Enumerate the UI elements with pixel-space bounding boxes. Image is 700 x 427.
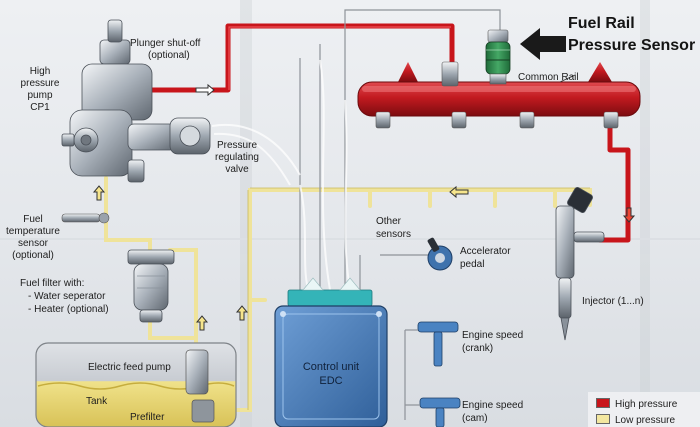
injector-label: Injector (1...n) bbox=[582, 296, 644, 308]
accelerator-label-2: pedal bbox=[460, 259, 484, 271]
prefilter-label: Prefilter bbox=[130, 412, 164, 424]
cam-label-2: (cam) bbox=[462, 413, 488, 425]
pump-label-3: pump bbox=[16, 90, 64, 102]
cam-label-1: Engine speed bbox=[462, 400, 523, 412]
fuel-filter bbox=[128, 250, 174, 322]
filter-label-2: - Water seperator bbox=[28, 291, 105, 303]
legend-high-text: High pressure bbox=[615, 399, 677, 410]
fuel-temp-label-4: (optional) bbox=[2, 250, 64, 262]
engine-speed-sensors bbox=[405, 322, 460, 427]
pump-label-2: pressure bbox=[16, 78, 64, 90]
ecu-label-2: EDC bbox=[275, 374, 387, 388]
prv-label-1: Pressure bbox=[212, 140, 262, 152]
crank-label-1: Engine speed bbox=[462, 330, 523, 342]
fuel-temp-label-3: sensor bbox=[2, 238, 64, 250]
spray-effect bbox=[212, 60, 350, 295]
prv-label-3: valve bbox=[212, 164, 262, 176]
fuel-temp-label-1: Fuel bbox=[4, 214, 62, 226]
injector bbox=[556, 186, 604, 340]
plunger-label-2: (optional) bbox=[148, 50, 190, 62]
legend-low-text: Low pressure bbox=[615, 415, 675, 426]
legend-high-swatch bbox=[596, 398, 610, 408]
tank-label: Tank bbox=[86, 396, 107, 408]
ecu-label-1: Control unit bbox=[275, 360, 387, 374]
common-rail-label: Common Rail bbox=[518, 72, 579, 84]
filter-label-1: Fuel filter with: bbox=[20, 278, 84, 290]
pump-label-4: CP1 bbox=[16, 102, 64, 114]
accelerator-pedal bbox=[427, 237, 452, 270]
crank-label-2: (crank) bbox=[462, 343, 493, 355]
other-sensors-label-1: Other bbox=[376, 216, 401, 228]
title-line-1: Fuel Rail bbox=[568, 14, 635, 34]
accelerator-label-1: Accelerator bbox=[460, 246, 511, 258]
fuel-temp-label-2: temperature bbox=[2, 226, 64, 238]
legend-high-pressure: High pressure bbox=[596, 398, 677, 411]
pump-label-1: High bbox=[20, 66, 60, 78]
fuel-temperature-sensor bbox=[62, 213, 109, 223]
plunger-label-1: Plunger shut-off bbox=[130, 38, 200, 50]
filter-label-3: - Heater (optional) bbox=[28, 304, 109, 316]
control-unit-ecu bbox=[275, 278, 387, 427]
legend-low-swatch bbox=[596, 414, 610, 424]
title-arrow-icon bbox=[520, 28, 566, 60]
other-sensors-label-2: sensors bbox=[376, 229, 411, 241]
prv-label-2: regulating bbox=[212, 152, 262, 164]
legend-low-pressure: Low pressure bbox=[596, 414, 675, 427]
electric-pump-label: Electric feed pump bbox=[88, 362, 171, 374]
title-line-2: Pressure Sensor bbox=[568, 36, 695, 56]
